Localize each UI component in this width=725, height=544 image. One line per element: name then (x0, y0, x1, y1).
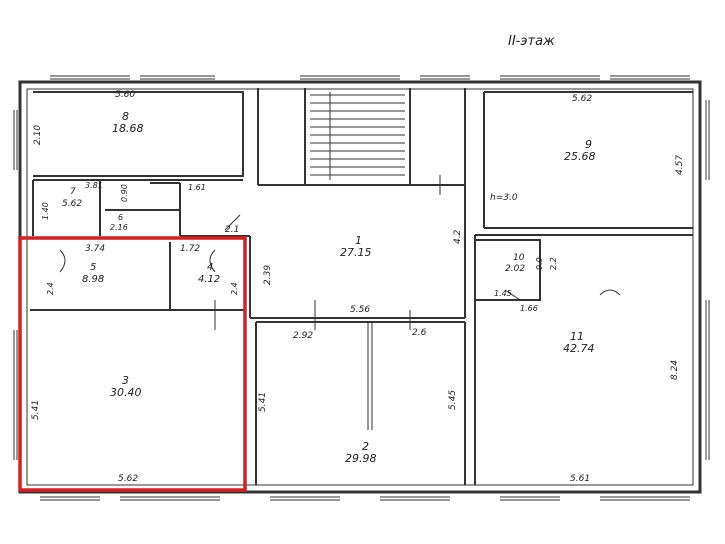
dim-label: 5.41 (31, 400, 41, 420)
room-4-number: 4 (207, 262, 213, 273)
dim-label: 0.9 (535, 257, 544, 270)
room-6-number: 6 (118, 213, 123, 222)
room-7-number: 7 (70, 187, 76, 197)
dim-label: 4.57 (675, 155, 685, 175)
dim-label: 2.1 (225, 225, 239, 235)
dim-label: 3.74 (85, 244, 105, 254)
dim-label: 5.60 (115, 90, 135, 100)
dim-label: 0.90 (120, 184, 129, 202)
dim-label: 2.6 (412, 328, 427, 338)
dim-label: 2.39 (263, 265, 273, 285)
room-10-number: 10 (513, 253, 525, 263)
dim-label: 5.41 (258, 392, 268, 412)
dim-label: 2.2 (549, 257, 558, 270)
dim-label: 3.81 (85, 181, 103, 190)
room-1-area: 27.15 (340, 246, 372, 259)
room-8-number: 8 (122, 110, 129, 123)
room-11-area: 42.74 (563, 342, 595, 355)
dim-label: 1.72 (180, 244, 200, 254)
dim-label: 8.24 (670, 360, 680, 380)
dim-label: 2.92 (293, 331, 313, 341)
dim-label: 5.61 (570, 474, 590, 484)
floor-title: II-этаж (508, 34, 555, 49)
room-labels: 8 18.68 9 25.68 7 5.62 6 2.16 1 27.15 5 … (62, 110, 596, 465)
dim-label: 1.45 (494, 289, 512, 298)
dim-label: 5.56 (350, 305, 370, 315)
room-9-area: 25.68 (564, 150, 596, 163)
room-10-area: 2.02 (505, 264, 525, 274)
dim-label: 1.40 (41, 202, 50, 220)
dim-label: 4.2 (453, 229, 463, 244)
windows (13, 75, 710, 501)
dim-label: 1.61 (188, 183, 206, 192)
room-3-area: 30.40 (110, 386, 142, 399)
dim-label: 5.45 (448, 390, 458, 410)
room-7-area: 5.62 (62, 199, 82, 209)
room-3-number: 3 (122, 374, 129, 387)
doors (59, 175, 621, 330)
dimension-labels: 5.60 2.10 5.62 4.57 h=3.0 3.81 0.90 1.61… (31, 90, 685, 484)
dim-label: 2.4 (230, 282, 239, 295)
dim-label: h=3.0 (490, 193, 518, 203)
room-1-number: 1 (355, 234, 362, 247)
dim-label: 1.66 (520, 304, 538, 313)
room-8-area: 18.68 (112, 122, 144, 135)
room-5-number: 5 (90, 262, 96, 273)
dim-label: 2.4 (46, 282, 55, 295)
room-9-number: 9 (585, 138, 592, 151)
dim-label: 5.62 (572, 94, 592, 104)
highlight-box (18, 236, 247, 492)
dim-label: 5.62 (118, 474, 138, 484)
room-5-area: 8.98 (82, 274, 104, 285)
room-6-area: 2.16 (110, 223, 128, 232)
interior-walls (30, 88, 693, 485)
dim-label: 2.10 (33, 125, 43, 145)
room-2-area: 29.98 (345, 452, 377, 465)
room-11-number: 11 (570, 330, 584, 343)
room-4-area: 4.12 (198, 274, 220, 285)
room-2-number: 2 (362, 440, 369, 453)
